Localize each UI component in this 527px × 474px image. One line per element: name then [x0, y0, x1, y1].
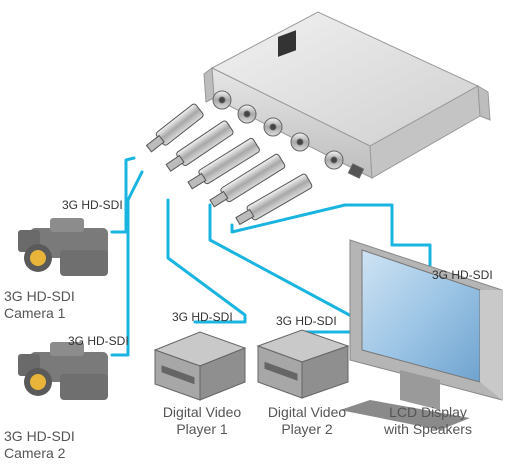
player2-caption-line1: Digital Video [267, 404, 347, 420]
kramer-logo-icon [278, 30, 296, 57]
camera2-caption: 3G HD-SDI Camera 2 [4, 428, 88, 462]
display-caption-line2: with Speakers [384, 421, 472, 437]
cable-display [230, 203, 432, 272]
lcd-display-icon [340, 239, 503, 430]
player1-icon [153, 331, 247, 401]
cable-label-player2: 3G HD-SDI [276, 314, 337, 328]
camera2-caption-line2: Camera 2 [4, 445, 66, 461]
cable-label-camera1: 3G HD-SDI [62, 198, 123, 212]
device-ports [212, 90, 365, 179]
camera1-caption: 3G HD-SDI Camera 1 [4, 288, 88, 322]
player2-icon [256, 329, 350, 399]
display-caption: LCD Display with Speakers [372, 404, 484, 438]
player2-caption-line2: Player 2 [281, 421, 333, 437]
cable-label-display: 3G HD-SDI [432, 268, 493, 282]
player2-caption: Digital Video Player 2 [255, 404, 359, 438]
display-caption-line1: LCD Display [389, 404, 467, 420]
player1-caption: Digital Video Player 1 [150, 404, 254, 438]
camera1-caption-line1: 3G HD-SDI [4, 288, 75, 304]
cable-label-player1: 3G HD-SDI [172, 310, 233, 324]
cable-camera1 [110, 156, 136, 234]
camera2-caption-line1: 3G HD-SDI [4, 428, 75, 444]
cable-camera2 [110, 170, 144, 357]
player1-caption-line2: Player 1 [176, 421, 228, 437]
camera2-icon [18, 342, 108, 400]
kramer-digitools-device [203, 11, 491, 179]
camera1-icon [18, 218, 108, 276]
bnc-plugs [145, 103, 313, 226]
camera1-caption-line2: Camera 1 [4, 305, 66, 321]
cable-player1 [166, 198, 247, 324]
player1-caption-line1: Digital Video [162, 404, 242, 420]
cable-label-camera2: 3G HD-SDI [68, 334, 129, 348]
